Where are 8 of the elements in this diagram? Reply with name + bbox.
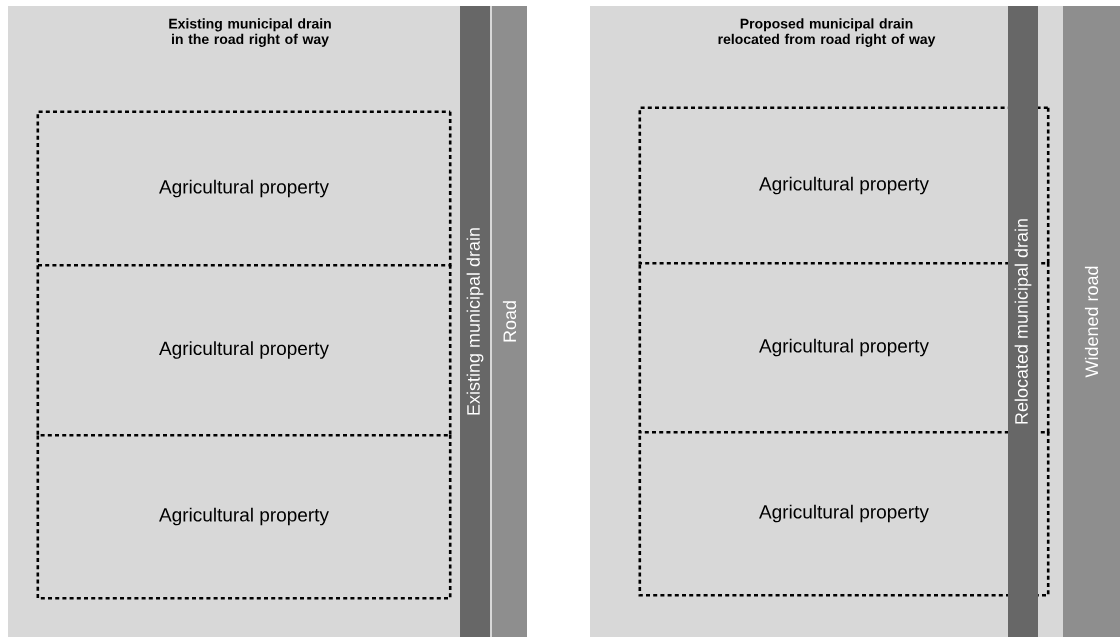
property-box: Agricultural property (36, 434, 452, 600)
road-strip: Road (492, 6, 527, 637)
property-box: Agricultural property (638, 431, 1050, 597)
property-box: Agricultural property (36, 264, 452, 437)
drain-strip: Existing municipal drain (460, 6, 490, 637)
road-strip: Widened road (1063, 6, 1120, 637)
drain-strip: Relocated municipal drain (1008, 6, 1038, 637)
property-box: Agricultural property (36, 110, 452, 267)
